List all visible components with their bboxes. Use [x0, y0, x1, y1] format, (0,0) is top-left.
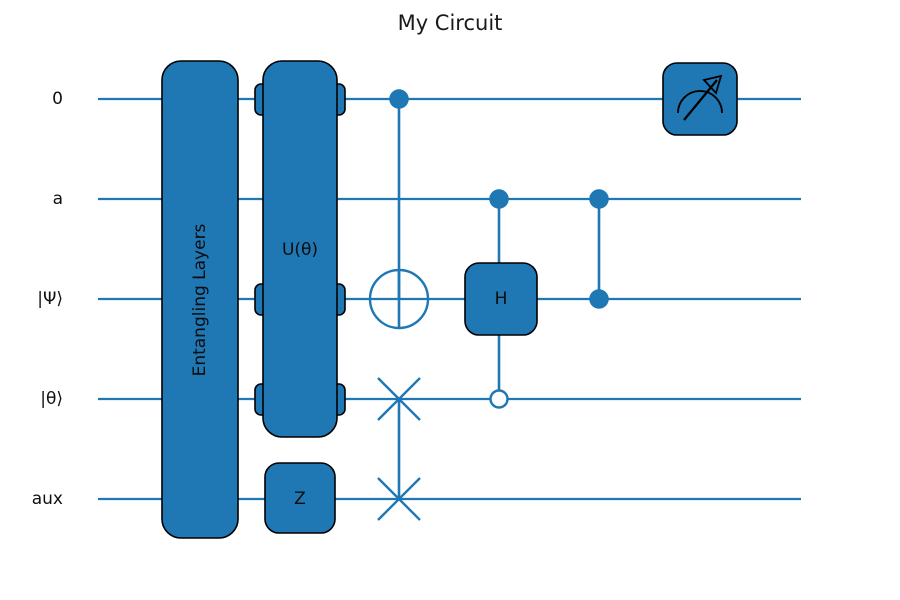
wire-label-a: a: [53, 189, 63, 209]
wire-label-theta: |θ⟩: [40, 389, 63, 409]
gate-cz[interactable]: [589, 189, 609, 309]
swap-cross-icon-lower[interactable]: [377, 477, 421, 521]
wire-label-0: 0: [52, 89, 63, 109]
anti-control-dot-icon[interactable]: [489, 389, 509, 409]
page-title: My Circuit: [398, 11, 503, 35]
swap-cross-icon-upper[interactable]: [377, 377, 421, 421]
gate-cnot[interactable]: [368, 89, 430, 330]
gate-measure[interactable]: [662, 62, 738, 136]
gate-h-controlled[interactable]: H: [464, 189, 538, 409]
gate-u-theta[interactable]: U(θ): [254, 60, 346, 438]
control-dot-icon[interactable]: [589, 189, 609, 209]
control-dot-icon[interactable]: [489, 189, 509, 209]
measurement-meter-icon: [677, 74, 723, 121]
wire-label-psi: |Ψ⟩: [37, 289, 63, 309]
h-gate-box[interactable]: [464, 262, 538, 336]
control-dot-icon[interactable]: [389, 89, 409, 109]
wire-label-aux: aux: [32, 489, 63, 509]
z-gate-label: Z: [294, 489, 306, 509]
control-dot-icon[interactable]: [589, 289, 609, 309]
entangling-layers-box[interactable]: [161, 60, 239, 539]
gate-entangling-layers[interactable]: Entangling Layers: [161, 60, 239, 539]
gate-z[interactable]: Z: [264, 462, 336, 534]
u-theta-label: U(θ): [282, 240, 318, 260]
u-theta-box[interactable]: [262, 60, 338, 438]
entangling-layers-label: Entangling Layers: [190, 223, 210, 376]
h-gate-label: H: [495, 289, 508, 309]
wire-label-group: 0 a |Ψ⟩ |θ⟩ aux: [32, 89, 63, 509]
gate-swap[interactable]: [377, 377, 421, 521]
z-gate-box[interactable]: [264, 462, 336, 534]
